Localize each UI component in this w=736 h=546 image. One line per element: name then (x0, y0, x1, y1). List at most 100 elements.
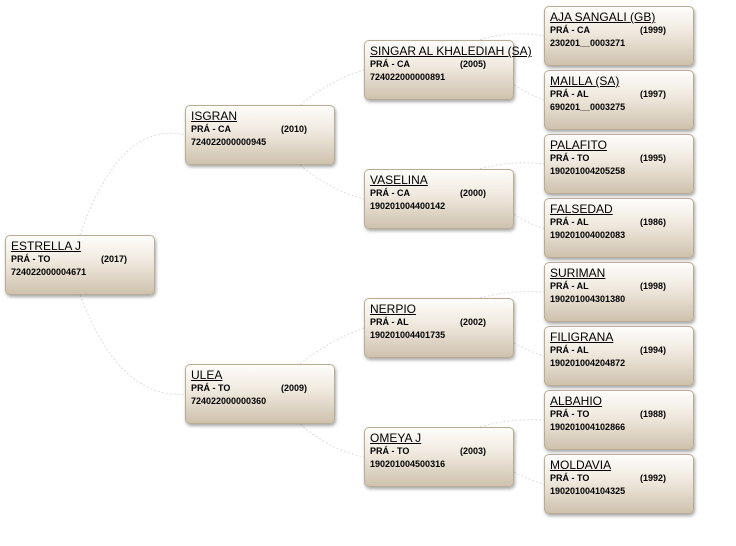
registration-number: 190201004301380 (550, 294, 626, 304)
horse-name[interactable]: MOLDAVIA (550, 458, 612, 472)
connector-line (513, 342, 545, 357)
breed-code: PRÁ - AL (550, 89, 589, 99)
horse-name[interactable]: FILIGRANA (550, 330, 614, 344)
connector-line (79, 132, 186, 236)
birth-year: (1986) (640, 217, 667, 227)
connector-line (513, 84, 545, 101)
breed-code: PRÁ - CA (370, 59, 410, 69)
horse-name[interactable]: ULEA (191, 368, 223, 382)
birth-year: (1988) (640, 409, 667, 419)
connector-line (513, 471, 545, 485)
registration-number: 724022000000360 (191, 396, 267, 406)
birth-year: (2010) (281, 124, 308, 134)
birth-year: (2002) (460, 317, 487, 327)
pedigree-node-isgran[interactable]: ISGRAN PRÁ - CA (2010) 724022000000945 (185, 105, 335, 165)
horse-name[interactable]: ESTRELLA J (11, 239, 82, 253)
pedigree-node-omeya-j[interactable]: OMEYA J PRÁ - TO (2003) 190201004500316 (364, 427, 514, 487)
pedigree-node-vaselina[interactable]: VASELINA PRÁ - CA (2000) 190201004400142 (364, 169, 514, 229)
pedigree-node-nerpio[interactable]: NERPIO PRÁ - AL(2002) 190201004401735 (364, 298, 514, 358)
registration-number: 724022000004671 (11, 267, 87, 277)
pedigree-node-albahio[interactable]: ALBAHIO PRÁ - TO (1988) 190201004102866 (544, 390, 694, 450)
pedigree-node-palafito[interactable]: PALAFITO PRÁ - TO (1995) 190201004205258 (544, 134, 694, 194)
birth-year: (1999) (640, 25, 667, 35)
pedigree-node-mailla[interactable]: MAILLA (SA) PRÁ - AL (1997) 690201__00032… (544, 70, 694, 130)
pedigree-node-filigrana[interactable]: FILIGRANA PRÁ - AL (1994) 190201004204872 (544, 326, 694, 386)
connector-line (479, 419, 545, 428)
breed-code: PRÁ - AL (370, 317, 409, 327)
horse-name[interactable]: PALAFITO (550, 138, 607, 152)
connector-line (479, 162, 545, 170)
breed-code: PRÁ - AL (550, 281, 589, 291)
breed-code: PRÁ - CA (370, 188, 410, 198)
breed-code: PRÁ - TO (370, 446, 410, 456)
breed-line: PRÁ - AL (1998) (550, 280, 688, 293)
birth-year: (1994) (640, 345, 667, 355)
pedigree-node-suriman[interactable]: SURIMAN PRÁ - AL (1998) 190201004301380 (544, 262, 694, 322)
registration-number: 190201004002083 (550, 230, 626, 240)
breed-code: PRÁ - CA (191, 124, 231, 134)
horse-name[interactable]: ALBAHIO (550, 394, 603, 408)
breed-line: PRÁ - TO (1988) (550, 408, 688, 421)
connector-line (299, 327, 365, 365)
horse-name[interactable]: NERPIO (370, 302, 417, 316)
breed-code: PRÁ - AL (550, 345, 589, 355)
breed-line: PRÁ - TO(2017) (11, 253, 149, 266)
breed-line: PRÁ - CA (2000) (370, 187, 508, 200)
birth-year: (1995) (640, 153, 667, 163)
pedigree-node-estrella-j[interactable]: ESTRELLA J PRÁ - TO(2017) 72402200000467… (5, 235, 155, 295)
breed-code: PRÁ - TO (550, 473, 590, 483)
pedigree-node-singar-al-khalediah[interactable]: SINGAR AL KHALEDIAH (SA) PRÁ - CA(2005) … (364, 40, 532, 100)
registration-number: 230201__0003271 (550, 38, 626, 48)
breed-line: PRÁ - AL (1994) (550, 344, 688, 357)
birth-year: (2017) (101, 254, 128, 264)
breed-line: PRÁ - TO (1995) (550, 152, 688, 165)
connector-line (79, 294, 186, 395)
birth-year: (1998) (640, 281, 667, 291)
birth-year: (2009) (281, 383, 308, 393)
horse-name[interactable]: SURIMAN (550, 266, 606, 280)
registration-number: 724022000000945 (191, 137, 267, 147)
connector-line (479, 33, 545, 41)
birth-year: (1992) (640, 473, 667, 483)
pedigree-node-ulea[interactable]: ULEA PRÁ - TO (2009) 724022000000360 (185, 364, 335, 424)
horse-name[interactable]: SINGAR AL KHALEDIAH (SA) (370, 44, 532, 58)
horse-name[interactable]: MAILLA (SA) (550, 74, 620, 88)
registration-number: 190201004400142 (370, 201, 446, 211)
connector-line (479, 291, 545, 299)
registration-number: 190201004204872 (550, 358, 626, 368)
breed-code: PRÁ - CA (550, 25, 590, 35)
horse-name[interactable]: OMEYA J (370, 431, 422, 445)
breed-code: PRÁ - TO (550, 409, 590, 419)
breed-line: PRÁ - CA (2005) (370, 58, 508, 71)
connector-line (299, 164, 365, 200)
horse-name[interactable]: ISGRAN (191, 109, 238, 123)
breed-code: PRÁ - TO (550, 153, 590, 163)
birth-year: (1997) (640, 89, 667, 99)
breed-line: PRÁ - CA (1999) (550, 24, 688, 37)
breed-line: PRÁ - AL (2002) (370, 316, 508, 329)
registration-number: 190201004500316 (370, 459, 446, 469)
horse-name[interactable]: FALSEDAD (550, 202, 613, 216)
breed-line: PRÁ - TO (2009) (191, 382, 329, 395)
breed-code: PRÁ - TO (191, 383, 231, 393)
birth-year: (2003) (460, 446, 487, 456)
horse-name[interactable]: VASELINA (370, 173, 428, 187)
registration-number: 190201004104325 (550, 486, 626, 496)
birth-year: (2005) (460, 59, 487, 69)
pedigree-node-moldavia[interactable]: MOLDAVIA PRÁ - TO (1992) 190201004104325 (544, 454, 694, 514)
connector-line (299, 423, 365, 458)
registration-number: 190201004102866 (550, 422, 626, 432)
birth-year: (2000) (460, 188, 487, 198)
registration-number: 690201__0003275 (550, 102, 626, 112)
breed-line: PRÁ - TO (1992) (550, 472, 688, 485)
pedigree-node-aja-sangali[interactable]: AJA SANGALI (GB) PRÁ - CA (1999) 230201__… (544, 6, 694, 66)
registration-number: 190201004205258 (550, 166, 626, 176)
breed-code: PRÁ - AL (550, 217, 589, 227)
breed-line: PRÁ - TO (2003) (370, 445, 508, 458)
breed-line: PRÁ - AL (1997) (550, 88, 688, 101)
connector-line (513, 213, 545, 229)
registration-number: 724022000000891 (370, 72, 446, 82)
pedigree-node-falsedad[interactable]: FALSEDAD PRÁ - AL (1986) 190201004002083 (544, 198, 694, 258)
horse-name[interactable]: AJA SANGALI (GB) (550, 10, 656, 24)
